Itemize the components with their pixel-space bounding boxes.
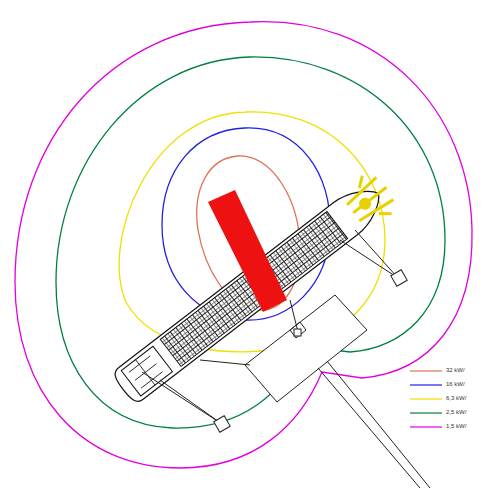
legend-label: 32 kW/ bbox=[445, 367, 466, 374]
tanker-ship bbox=[108, 168, 401, 408]
legend-label: 6,3 kW/ bbox=[445, 395, 467, 402]
flame bbox=[208, 190, 287, 312]
mooring bbox=[142, 230, 407, 432]
contour-2-5 bbox=[56, 57, 445, 428]
legend-label: 2,5 kW/ bbox=[445, 409, 467, 416]
legend-samples bbox=[410, 371, 442, 427]
legend-label: 1,5 kW/ bbox=[445, 423, 467, 430]
contour-1-5 bbox=[15, 22, 472, 468]
jetty bbox=[245, 295, 430, 488]
legend-label: 16 kW/ bbox=[445, 381, 466, 388]
